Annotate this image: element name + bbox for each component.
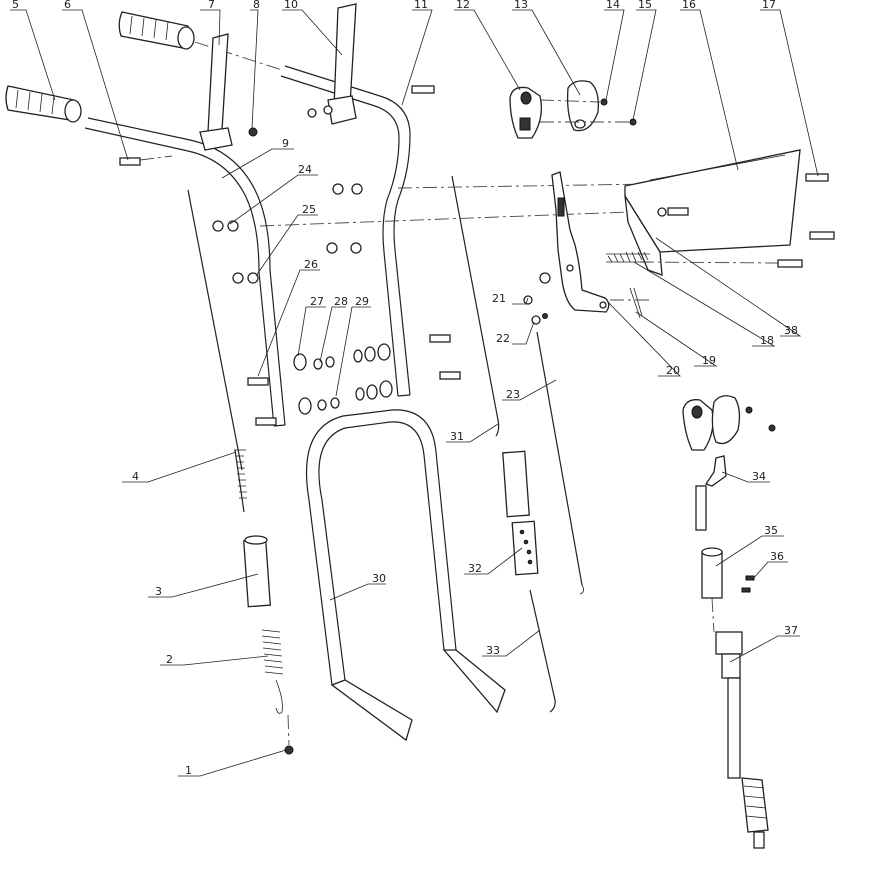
callout-20: 20 xyxy=(666,364,680,377)
callout-29: 29 xyxy=(355,295,369,308)
handle-fasteners xyxy=(119,85,435,166)
nut-22 xyxy=(531,315,541,325)
callout-24: 24 xyxy=(298,163,312,176)
callout-36: 36 xyxy=(770,550,784,563)
callout-12: 12 xyxy=(456,0,470,11)
callout-26: 26 xyxy=(304,258,318,271)
nut-21 xyxy=(539,272,551,284)
spring-18 xyxy=(606,251,650,263)
callout-31: 31 xyxy=(450,430,464,443)
bracket-7 xyxy=(199,33,233,151)
callout-38: 38 xyxy=(784,324,798,337)
crank-34 xyxy=(695,455,727,531)
bracket-10 xyxy=(327,3,357,125)
callout-35: 35 xyxy=(764,524,778,537)
callout-11: 11 xyxy=(414,0,428,11)
right-handle-bar xyxy=(280,65,411,397)
callout-21: 21 xyxy=(492,292,506,305)
callout-16: 16 xyxy=(682,0,696,11)
callout-10: 10 xyxy=(284,0,298,11)
right-grip xyxy=(118,11,195,50)
left-control-rod xyxy=(187,189,294,755)
right-control-rod xyxy=(451,175,556,713)
callout-8: 8 xyxy=(253,0,260,11)
callout-27: 27 xyxy=(310,295,324,308)
callout-2: 2 xyxy=(166,653,173,666)
set-screws-36 xyxy=(741,575,755,593)
coupler-35 xyxy=(701,547,723,599)
callout-4: 4 xyxy=(132,470,139,483)
cable-37 xyxy=(715,631,769,849)
callout-34: 34 xyxy=(752,470,766,483)
chute-bracket-16 xyxy=(624,149,801,276)
middle-hardware xyxy=(212,183,363,284)
callout-6: 6 xyxy=(64,0,71,11)
rod-23 xyxy=(536,331,584,595)
left-grip xyxy=(5,85,82,123)
callout-14: 14 xyxy=(606,0,620,11)
pin-19 xyxy=(629,287,643,319)
spacer-assembly xyxy=(247,334,461,426)
callout-33: 33 xyxy=(486,644,500,657)
callout-1: 1 xyxy=(185,764,192,777)
callout-32: 32 xyxy=(468,562,482,575)
leader-lines xyxy=(10,9,819,777)
callout-13: 13 xyxy=(514,0,528,11)
control-lever-12 xyxy=(509,86,543,139)
callout-22: 22 xyxy=(496,332,510,345)
callout-15: 15 xyxy=(638,0,652,11)
callout-19: 19 xyxy=(702,354,716,367)
callout-23: 23 xyxy=(506,388,520,401)
chute-control-head xyxy=(682,395,776,451)
housing-13 xyxy=(566,80,599,132)
callout-5: 5 xyxy=(12,0,19,11)
callout-28: 28 xyxy=(334,295,348,308)
callout-30: 30 xyxy=(372,572,386,585)
callout-17: 17 xyxy=(762,0,776,11)
callout-9: 9 xyxy=(282,137,289,150)
callout-18: 18 xyxy=(760,334,774,347)
shift-arm-20 xyxy=(551,171,610,313)
lower-frame xyxy=(305,409,506,742)
callout-25: 25 xyxy=(302,203,316,216)
callout-7: 7 xyxy=(208,0,215,11)
bolts-17 xyxy=(777,173,835,268)
callout-numbers: 5 6 7 8 10 11 12 13 14 15 16 17 9 24 25 … xyxy=(12,0,798,777)
callout-37: 37 xyxy=(784,624,798,637)
callout-3: 3 xyxy=(155,585,162,598)
